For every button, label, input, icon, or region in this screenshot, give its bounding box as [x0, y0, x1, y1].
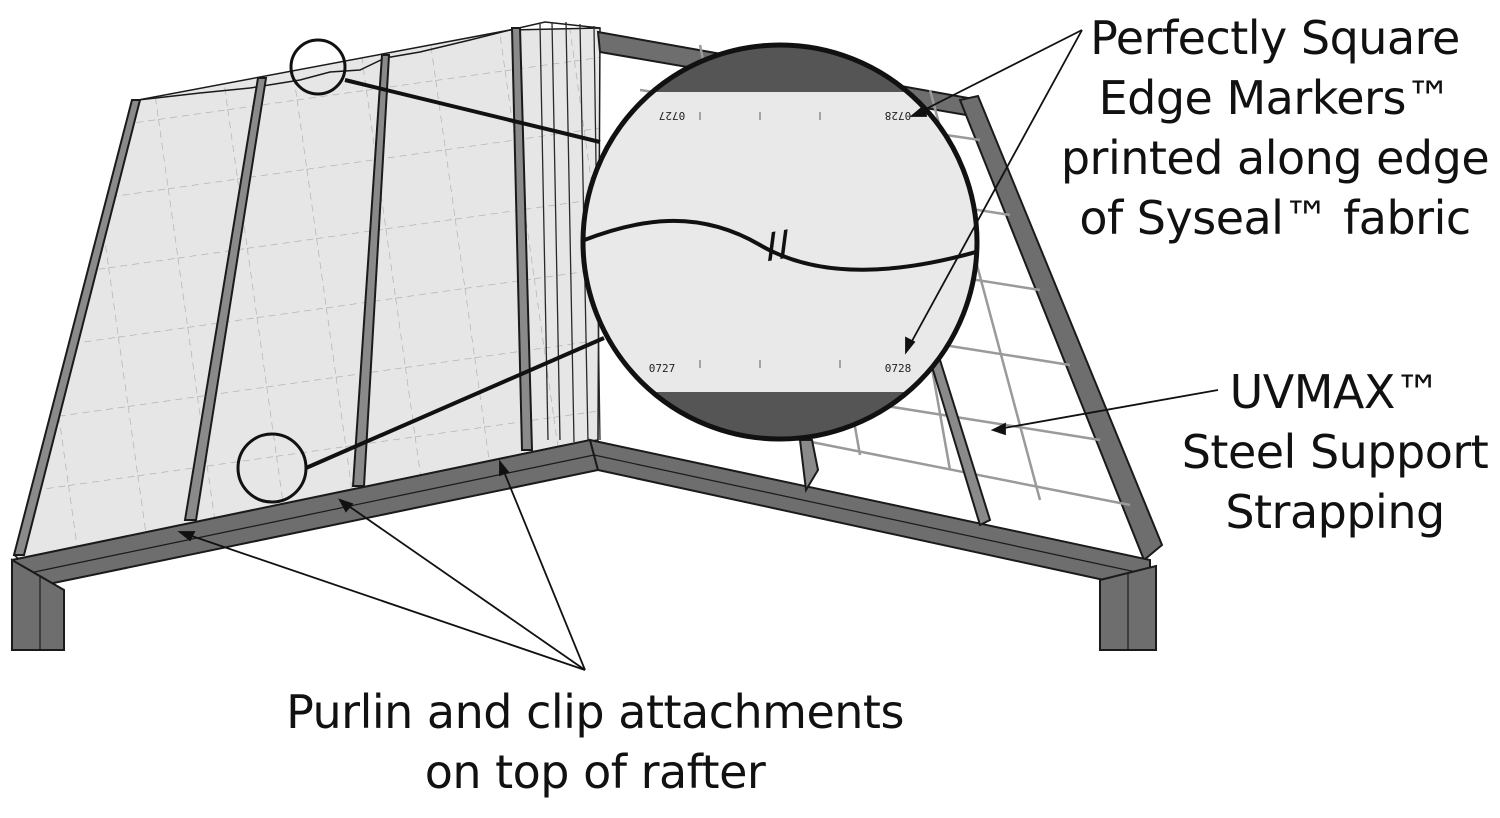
left-purlins [12, 27, 534, 556]
marker-bottom-left: 0727 [649, 362, 676, 375]
purlin-line-1: Purlin and clip attachments [286, 685, 904, 739]
uvmax-callout: UVMAX™ Steel Support Strapping [1170, 362, 1500, 542]
marker-top-left: 0727 [659, 109, 686, 122]
edge-markers-line-4: of Syseal™ fabric [1079, 191, 1471, 245]
fabric-join-line [583, 218, 977, 272]
marker-top-right: 0728 [885, 109, 912, 122]
uvmax-line-3: Strapping [1225, 485, 1445, 539]
magnifier-rim [580, 42, 980, 442]
uvmax-line-2: Steel Support [1181, 425, 1489, 479]
left-roof-panel [10, 21, 601, 651]
uvmax-line-1: UVMAX™ [1229, 365, 1441, 419]
purlin-callout: Purlin and clip attachments on top of ra… [250, 682, 940, 802]
callout-leaders [177, 29, 1219, 671]
detail-circle-top [289, 38, 347, 96]
edge-markers-line-3: printed along edge [1060, 131, 1490, 185]
marker-bottom-right: 0728 [885, 362, 912, 375]
left-post [11, 558, 65, 651]
detail-indicators [236, 38, 605, 504]
edge-markers-line-1: Perfectly Square [1090, 11, 1460, 65]
edge-markers-line-2: Edge Markers™ [1098, 71, 1452, 125]
right-gable-rafter [958, 94, 1164, 562]
magnifier-bottom-band [583, 392, 977, 439]
purlin-line-2: on top of rafter [424, 745, 766, 799]
edge-markers-callout: Perfectly Square Edge Markers™ printed a… [1060, 8, 1490, 248]
